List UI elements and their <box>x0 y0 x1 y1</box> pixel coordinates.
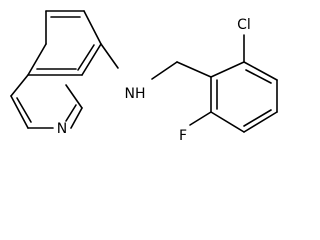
bond <box>10 74 29 97</box>
bond-double <box>16 97 32 123</box>
chemical-structure-diagram: N NH Cl F <box>10 10 278 144</box>
bond <box>65 84 83 109</box>
bond <box>243 61 278 81</box>
bond-double <box>245 69 272 84</box>
bond <box>83 10 102 45</box>
atom-label-chlorine: Cl <box>237 17 251 33</box>
bond <box>210 111 245 133</box>
amine-linker <box>100 43 212 80</box>
bond-to-f <box>189 111 212 126</box>
bond <box>10 95 29 129</box>
bond <box>81 43 102 76</box>
bond <box>100 43 119 69</box>
bond <box>210 61 245 78</box>
bond <box>176 61 212 78</box>
atom-label-fluorine: F <box>179 128 187 144</box>
atom-label-ring-nitrogen: N <box>57 121 67 137</box>
bond <box>27 43 47 76</box>
bond <box>70 107 83 129</box>
chlorofluorophenyl-ring <box>210 61 278 133</box>
bond <box>151 61 178 80</box>
quinoline-benzene-ring <box>27 10 102 76</box>
bond-double <box>243 109 272 127</box>
bond <box>243 111 278 133</box>
bond-double <box>77 44 95 71</box>
atom-label-amine-nh: NH <box>125 86 146 102</box>
quinoline-pyridine-ring <box>10 74 83 129</box>
bond-double <box>65 104 77 122</box>
